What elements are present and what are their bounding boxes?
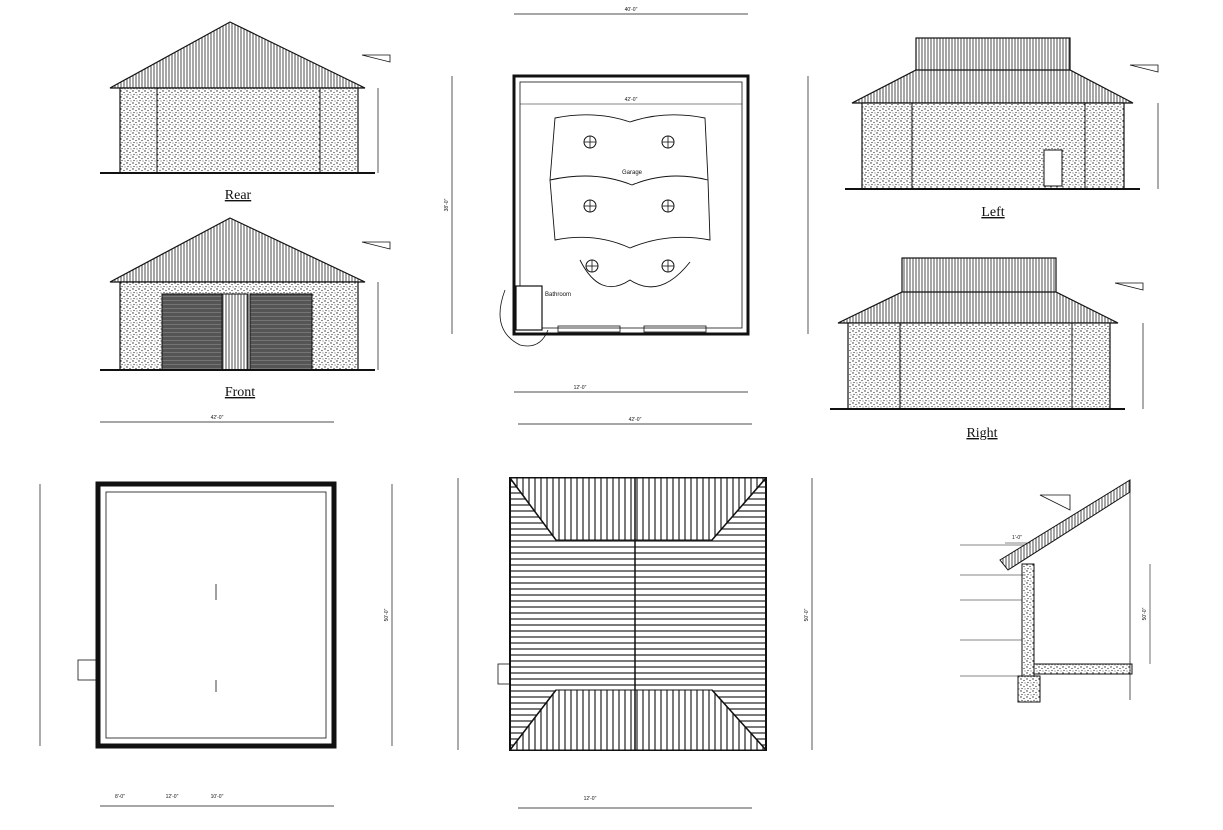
right-elevation: Right (830, 257, 1144, 441)
left-side-door (1043, 149, 1063, 187)
foundation-bay-dimension-mid: 12'-0" (166, 794, 179, 800)
foundation-bay-dimension-center: 10'-0" (211, 794, 224, 800)
left-elevation: Left (845, 37, 1159, 220)
plan-top-dimension: 40'-0" (625, 7, 638, 13)
foundation-plan: 42'-0" 50'-0" 8'-0" 12'-0" 10'-0" (39, 415, 393, 807)
plan-side-dimension: 38'-0" (444, 198, 450, 211)
left-elevation-title: Left (981, 205, 1004, 220)
front-garage-door-right (249, 293, 313, 371)
roof-bay-dimension: 12'-0" (584, 796, 597, 802)
room-label-bathroom: Bathroom (545, 292, 571, 298)
right-elevation-title: Right (966, 426, 997, 441)
rear-elevation: Rear (100, 21, 391, 203)
roof-framing-plan: 42'-0" 50'-0" 12'-0" (457, 417, 813, 809)
front-garage-door-left (161, 293, 223, 371)
front-center-panel (221, 293, 249, 371)
plan-bay-dimension: 12'-0" (574, 385, 587, 391)
foundation-bay-dimension-left: 8'-0" (115, 794, 125, 800)
rear-elevation-title: Rear (225, 188, 252, 203)
detail-height-dimension: 50'-0" (1142, 607, 1148, 620)
room-label-garage: Garage (622, 170, 643, 176)
roof-top-dimension: 42'-0" (629, 417, 642, 423)
wall-section-detail: 1'-0" 50'-0" (960, 479, 1151, 703)
detail-eave-dimension: 1'-0" (1012, 535, 1022, 541)
foundation-top-dimension: 42'-0" (211, 415, 224, 421)
electrical-floor-plan: 40'-0" 42'-0" Garage Bathroom 38'-0" (444, 7, 809, 393)
front-elevation: Front (100, 217, 391, 400)
roof-side-dimension: 50'-0" (804, 608, 810, 621)
foundation-side-dimension: 50'-0" (384, 608, 390, 621)
plan-inner-dimension: 42'-0" (625, 97, 638, 103)
front-elevation-title: Front (225, 385, 255, 400)
bathroom (515, 285, 543, 331)
